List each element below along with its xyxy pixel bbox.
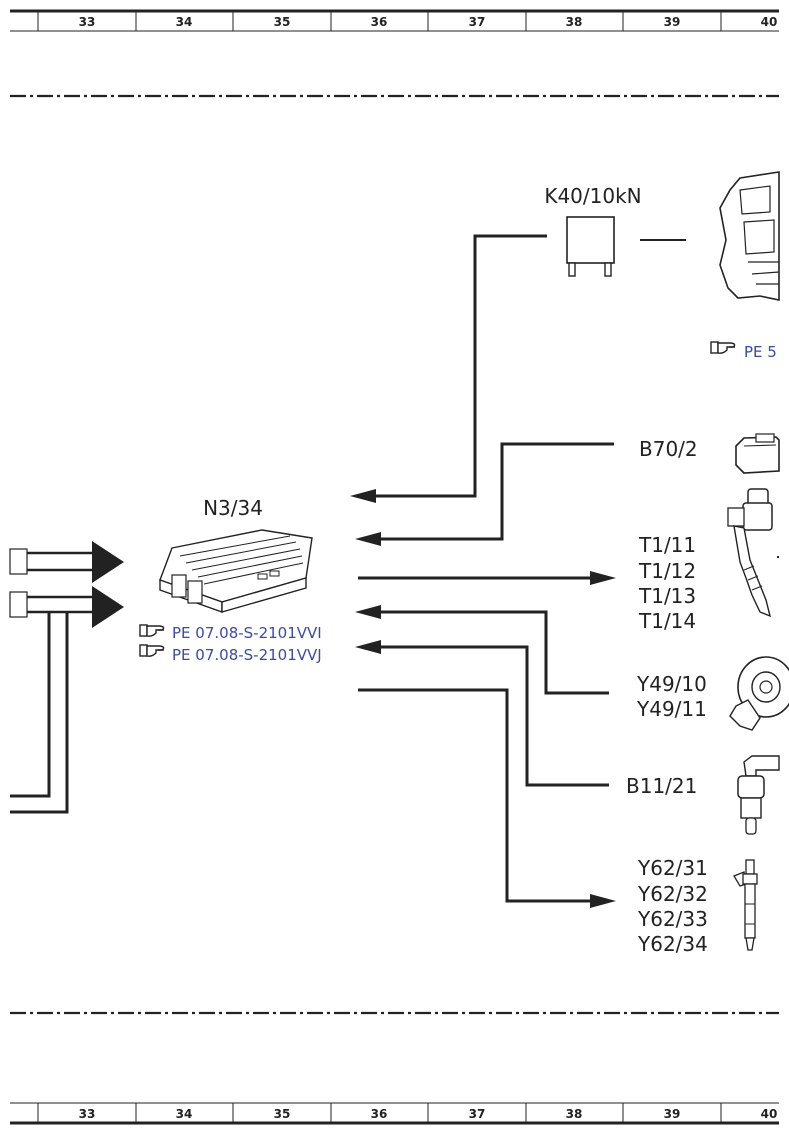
b11-21-label: B11/21	[626, 774, 697, 798]
ruler-col-39: 39	[664, 1107, 681, 1121]
ecu-icon	[159, 529, 313, 613]
wire-y49-to-ecu	[381, 610, 609, 695]
t1-12-label: T1/12	[638, 559, 696, 583]
input-arrow-1	[92, 541, 124, 583]
ruler-col-33: 33	[79, 1107, 96, 1121]
b70-sensor-icon	[735, 433, 780, 474]
t1-11-label: T1/11	[638, 533, 696, 557]
y62-32-label: Y62/32	[637, 882, 708, 906]
wire-relay-to-ecu	[376, 234, 547, 498]
reference-hand-icon	[710, 341, 736, 354]
ecu-n3-34[interactable]: N3/34 PE 07.08-S-2101VVI	[139, 496, 322, 664]
actuator-housing-icon	[719, 171, 780, 301]
ecu-ref-1-text[interactable]: PE 07.08-S-2101VVI	[172, 624, 322, 642]
ecu-ref-1[interactable]: PE 07.08-S-2101VVI	[139, 624, 322, 642]
ruler-col-36: 36	[371, 1107, 388, 1121]
ruler-col-34: 34	[176, 1107, 193, 1121]
ruler-col-35: 35	[274, 15, 291, 29]
relay-icon	[566, 216, 615, 277]
input-arrow-2	[92, 586, 124, 628]
ruler-col-39: 39	[664, 15, 681, 29]
input-wire-2	[10, 612, 69, 814]
bottom-ruler: 33 34 35 36 37 38 39 40	[10, 1102, 779, 1125]
camshaft-valve-icon	[729, 656, 789, 731]
temperature-sensor-icon	[737, 755, 780, 835]
ruler-col-37: 37	[469, 1107, 486, 1121]
arrow-into-ecu-1	[350, 489, 376, 503]
b70-2-label: B70/2	[639, 437, 698, 461]
reference-hand-icon	[139, 624, 165, 637]
t1-14-label: T1/14	[638, 609, 696, 633]
ruler-col-33: 33	[79, 15, 96, 29]
ruler-col-35: 35	[274, 1107, 291, 1121]
arrow-to-injectors	[590, 894, 616, 908]
t1-13-label: T1/13	[638, 584, 696, 608]
arrow-to-ignition	[590, 571, 616, 585]
ruler-col-38: 38	[566, 1107, 583, 1121]
ruler-col-37: 37	[469, 15, 486, 29]
ruler-col-34: 34	[176, 15, 193, 29]
ecu-label: N3/34	[203, 496, 263, 520]
wire-b70-to-ecu	[381, 442, 614, 541]
y62-31-label: Y62/31	[637, 856, 708, 880]
y49-11-label: Y49/11	[636, 697, 707, 721]
reference-hand-icon	[139, 644, 165, 657]
wire-b11-to-ecu	[381, 645, 609, 787]
arrow-into-ecu-3	[355, 605, 381, 619]
y49-10-label: Y49/10	[636, 672, 707, 696]
ruler-col-40: 40	[761, 15, 778, 29]
ecu-ref-2[interactable]: PE 07.08-S-2101VVJ	[139, 644, 322, 664]
injector-icon	[733, 859, 758, 951]
ruler-col-38: 38	[566, 15, 583, 29]
arrow-into-ecu-2	[355, 532, 381, 546]
wire-ecu-to-injectors	[358, 688, 590, 903]
relay-ref[interactable]: PE 5	[710, 341, 777, 361]
left-inputs	[9, 541, 124, 814]
relay-k40-10kn[interactable]: K40/10kN	[544, 184, 686, 277]
relay-ref-text[interactable]: PE 5	[744, 343, 777, 361]
ecu-ref-2-text[interactable]: PE 07.08-S-2101VVJ	[172, 646, 322, 664]
ignition-coil-icon	[727, 488, 779, 618]
y62-33-label: Y62/33	[637, 907, 708, 931]
input-wire-1	[10, 612, 51, 798]
ruler-col-40: 40	[761, 1107, 778, 1121]
relay-label: K40/10kN	[544, 184, 641, 208]
arrow-into-ecu-4	[355, 640, 381, 654]
ruler-col-36: 36	[371, 15, 388, 29]
top-ruler: 33 34 35 36 37 38 39 40	[10, 9, 779, 32]
y62-34-label: Y62/34	[637, 932, 708, 956]
